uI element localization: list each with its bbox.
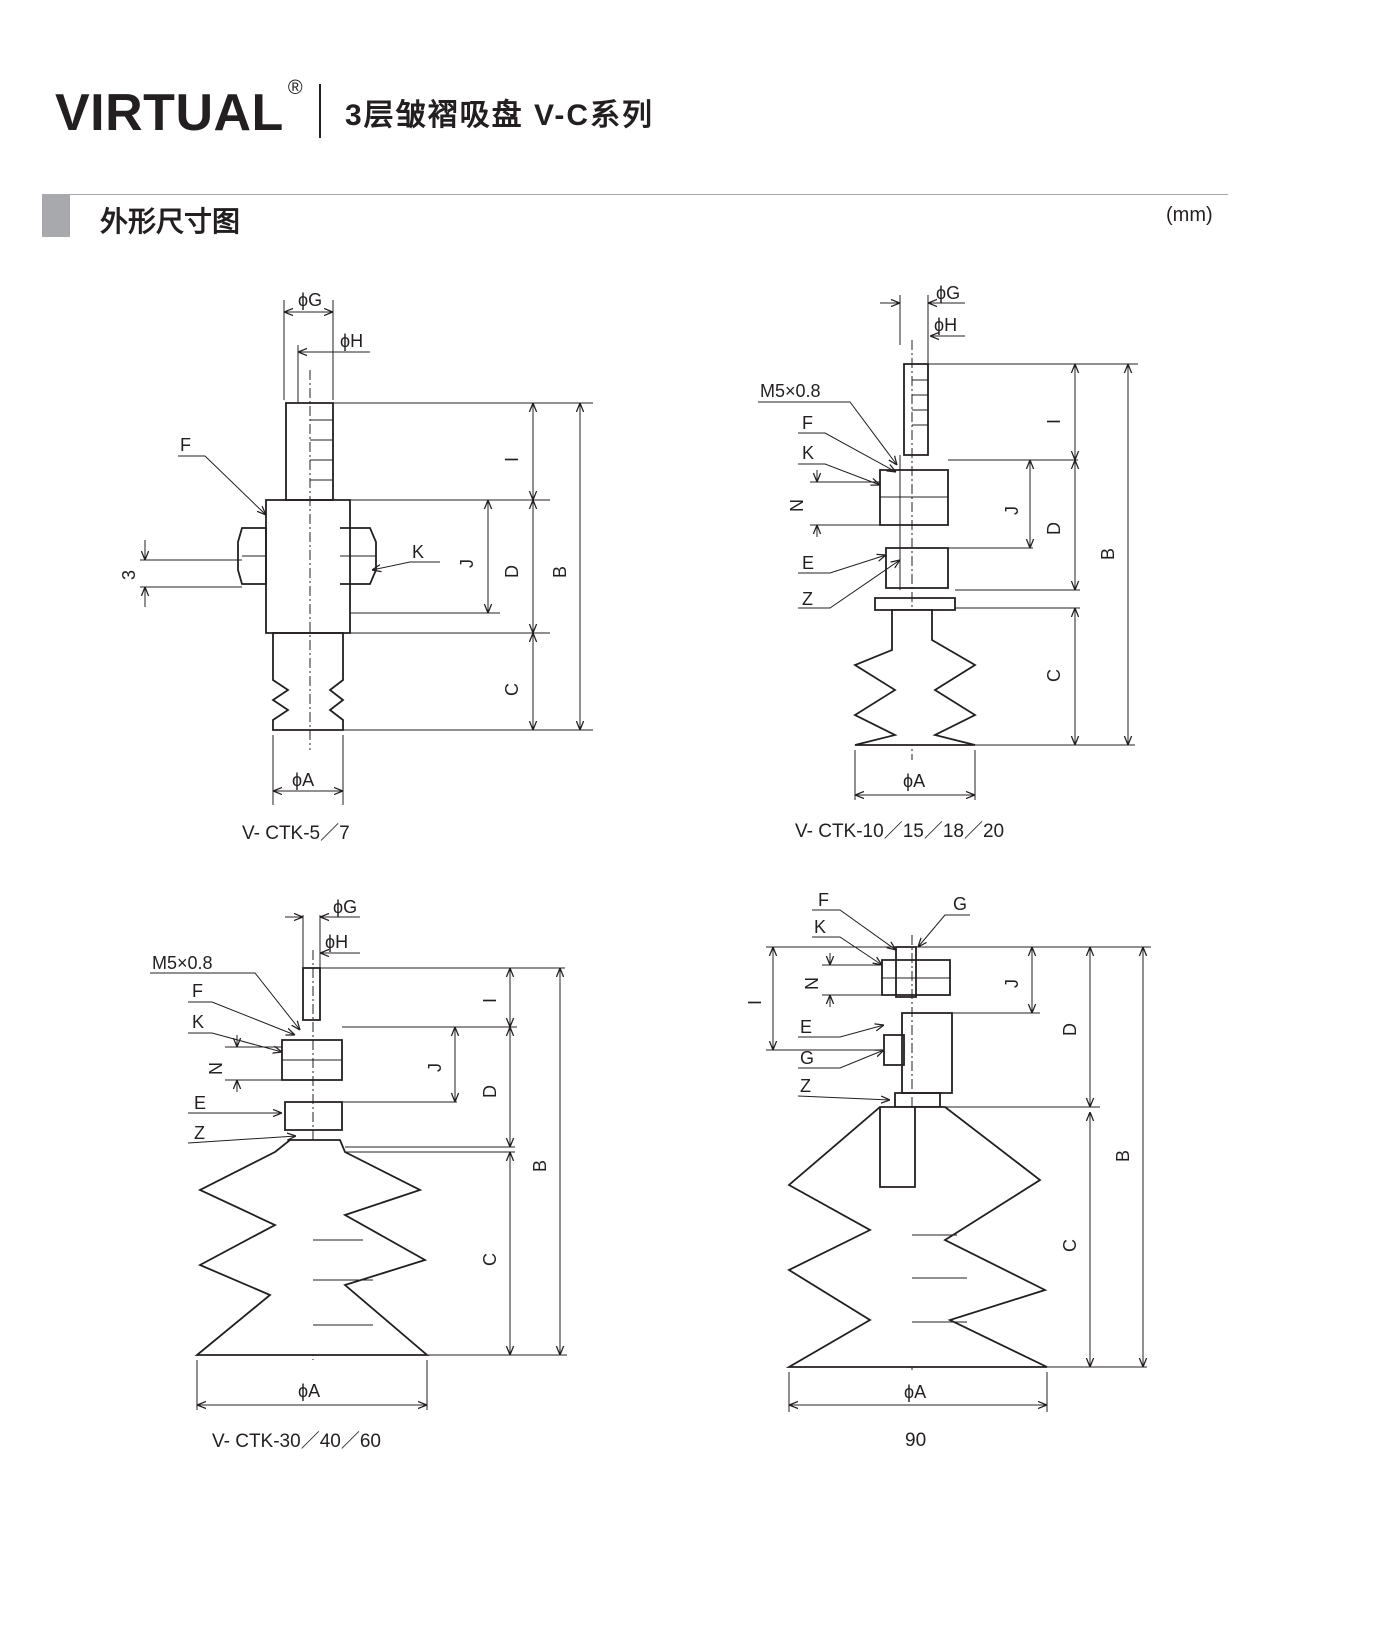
header-divider <box>319 84 321 138</box>
drawing-v-ctk-5-7: ϕG ϕH F K 3 I J D C B ϕA V- CTK-5／7 <box>119 290 593 844</box>
label-e: E <box>194 1093 206 1113</box>
label-z: Z <box>194 1123 205 1143</box>
drawing-caption: 90 <box>905 1430 926 1451</box>
label-phi-g: ϕG <box>936 283 960 303</box>
label-i: I <box>1044 419 1064 424</box>
label-f: F <box>180 435 191 455</box>
label-d: D <box>1060 1023 1080 1036</box>
label-m5: M5×0.8 <box>760 381 821 401</box>
label-phi-g: ϕG <box>298 290 322 310</box>
label-phi-h: ϕH <box>340 331 363 351</box>
label-i: I <box>745 1000 765 1005</box>
label-phi-a: ϕA <box>904 1382 926 1402</box>
label-n: N <box>802 977 822 990</box>
label-b: B <box>550 566 570 578</box>
section-title: 外形尺寸图 <box>100 206 241 237</box>
label-c: C <box>1044 669 1064 682</box>
drawing-v-ctk-10-15-18-20: ϕG ϕH M5×0.8 F K N E Z I J D C B ϕA V- C… <box>758 283 1138 842</box>
label-j: J <box>457 559 477 568</box>
label-j: J <box>1002 506 1022 515</box>
label-b: B <box>1098 548 1118 560</box>
label-c: C <box>480 1253 500 1266</box>
label-j: J <box>425 1063 445 1072</box>
label-phi-h: ϕH <box>934 315 957 335</box>
label-z: Z <box>800 1076 811 1096</box>
label-phi-a: ϕA <box>292 770 314 790</box>
label-phi-h: ϕH <box>325 932 348 952</box>
label-d: D <box>480 1085 500 1098</box>
label-n: N <box>206 1062 226 1075</box>
section-rule <box>70 194 1228 195</box>
label-3: 3 <box>119 570 139 580</box>
label-d: D <box>1044 522 1064 535</box>
label-e: E <box>800 1017 812 1037</box>
label-f: F <box>802 413 813 433</box>
drawing-v-ctk-30-40-60: ϕG ϕH M5×0.8 F K N E Z I J D C B ϕA V- C… <box>150 897 567 1452</box>
drawing-caption: V- CTK-10／15／18／20 <box>795 820 1004 842</box>
brand-logo: VIRTUAL <box>55 84 284 142</box>
label-phi-a: ϕA <box>903 771 925 791</box>
unit-label: (mm) <box>1166 204 1213 226</box>
brand-block: VIRTUAL ® <box>55 78 303 144</box>
drawing-90: F K G N E G Z I J D C B ϕA 90 <box>745 890 1151 1451</box>
label-k: K <box>412 542 424 562</box>
label-b: B <box>1113 1150 1133 1162</box>
label-c: C <box>502 683 522 696</box>
label-k: K <box>192 1012 204 1032</box>
label-b: B <box>530 1160 550 1172</box>
drawing-caption: V- CTK-5／7 <box>242 822 350 844</box>
label-i: I <box>480 998 500 1003</box>
label-f: F <box>818 890 829 910</box>
label-phi-g: ϕG <box>333 897 357 917</box>
label-j: J <box>1002 979 1022 988</box>
label-g: G <box>953 894 967 914</box>
label-m5: M5×0.8 <box>152 953 213 973</box>
label-c: C <box>1060 1239 1080 1252</box>
label-i: I <box>502 457 522 462</box>
section-marker <box>42 194 70 237</box>
label-g-lower: G <box>800 1048 814 1068</box>
page-title: 3层皱褶吸盘 V-C系列 <box>345 99 655 132</box>
label-n: N <box>787 499 807 512</box>
label-f: F <box>192 981 203 1001</box>
label-phi-a: ϕA <box>298 1381 320 1401</box>
label-k: K <box>802 443 814 463</box>
label-k: K <box>814 917 826 937</box>
label-e: E <box>802 553 814 573</box>
registered-mark: ® <box>287 77 303 99</box>
label-z: Z <box>802 589 813 609</box>
label-d: D <box>502 565 522 578</box>
drawing-caption: V- CTK-30／40／60 <box>212 1430 381 1452</box>
